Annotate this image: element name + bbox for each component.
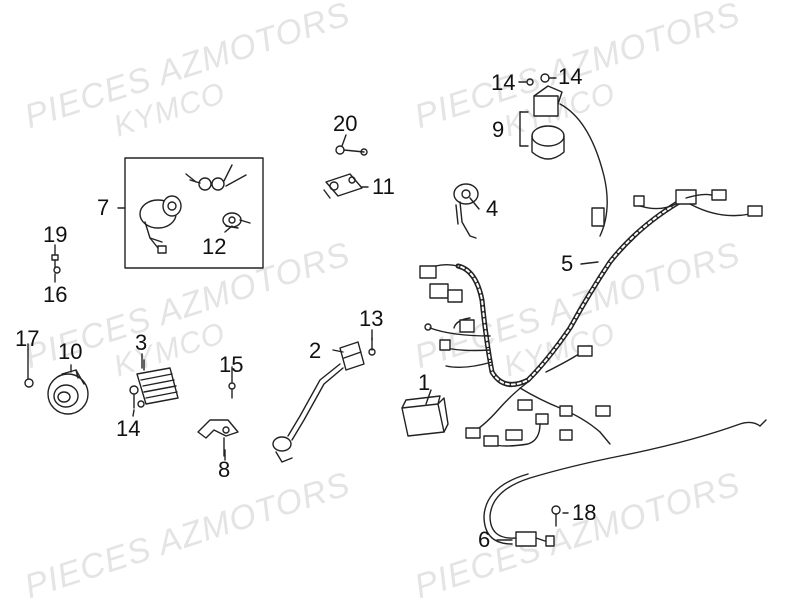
callout-19: 19 — [43, 222, 68, 247]
callout-14-left: 14 — [491, 70, 516, 95]
ground-cable — [483, 419, 767, 547]
ignition-kit-box — [124, 157, 264, 269]
starter-solenoid — [531, 85, 608, 237]
callout-14-right: 14 — [558, 64, 583, 89]
callout-6: 6 — [478, 527, 491, 552]
leader-lines — [27, 77, 599, 541]
screw-17 — [24, 349, 34, 388]
callout-16: 16 — [43, 282, 68, 307]
nut-16 — [53, 266, 61, 274]
nut-14 — [526, 73, 550, 86]
regulator-rectifier — [136, 359, 179, 405]
cdi-unit — [401, 395, 449, 437]
seat-lock — [222, 212, 251, 229]
main-wire-harness — [419, 189, 763, 447]
callout-1: 1 — [418, 370, 431, 395]
callout-3: 3 — [135, 330, 148, 355]
callout-14-regulator: 14 — [116, 416, 141, 441]
screw-20 — [335, 145, 368, 156]
key-set — [185, 164, 247, 191]
ignition-coil — [272, 341, 365, 463]
screw-18 — [551, 505, 561, 527]
mounting-bracket — [197, 419, 239, 457]
ignition-switch — [139, 195, 182, 254]
fuse-holder — [453, 183, 479, 239]
starter-relay — [323, 173, 363, 199]
callout-20: 20 — [333, 111, 358, 136]
callout-18: 18 — [572, 500, 597, 525]
screw-15 — [228, 382, 236, 399]
callout-12: 12 — [202, 234, 227, 259]
callout-11: 11 — [372, 174, 395, 199]
bolt-14-regulator — [129, 385, 145, 409]
callout-4: 4 — [486, 196, 499, 221]
callout-7: 7 — [97, 195, 110, 220]
callout-5: 5 — [561, 251, 574, 276]
callout-13: 13 — [359, 306, 384, 331]
callout-2: 2 — [309, 338, 322, 363]
horn — [47, 369, 89, 415]
callout-8: 8 — [218, 457, 231, 482]
callout-10: 10 — [58, 339, 83, 364]
callout-17: 17 — [15, 326, 40, 351]
callout-9: 9 — [492, 117, 505, 142]
screw-19 — [51, 254, 59, 269]
callout-15: 15 — [219, 352, 244, 377]
